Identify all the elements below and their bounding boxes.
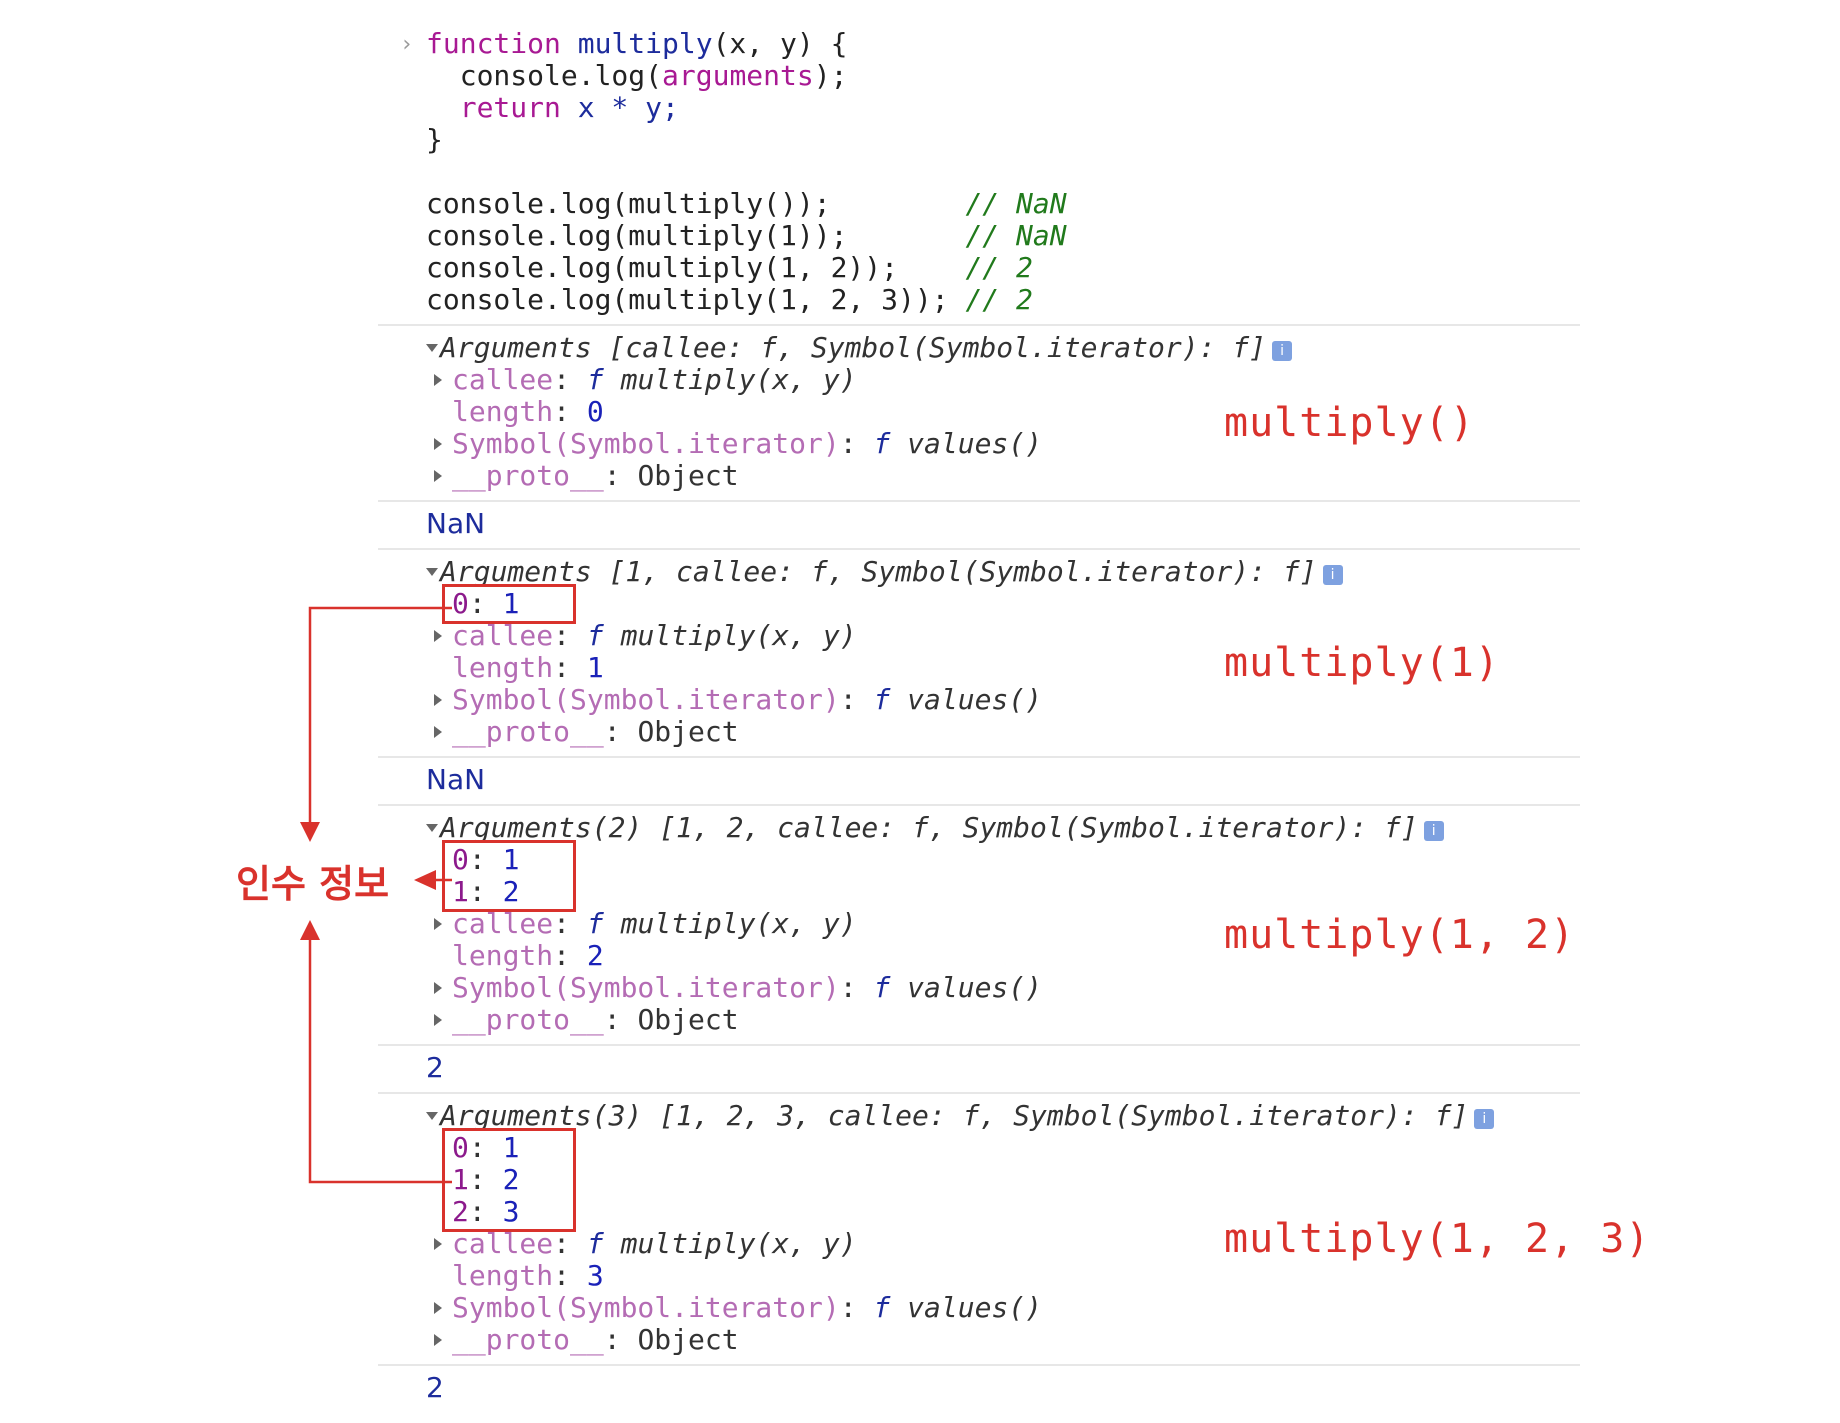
expand-triangle-icon[interactable] — [426, 1112, 438, 1120]
info-icon[interactable]: i — [1423, 821, 1444, 841]
callee-property[interactable]: callee: f multiply(x, y) — [434, 620, 1580, 652]
symbol-iterator-property[interactable]: Symbol(Symbol.iterator): f values() — [434, 684, 1580, 716]
info-icon[interactable]: i — [1322, 565, 1343, 585]
argument-info-label: 인수 정보 — [236, 862, 390, 906]
proto-property[interactable]: __proto__: Object — [434, 1324, 1580, 1356]
argument-highlight-box — [442, 1128, 576, 1232]
console-separator — [378, 804, 1580, 806]
console-separator — [378, 1092, 1580, 1094]
call-label: multiply(1) — [1224, 640, 1500, 686]
call-line: console.log(multiply(1, 2)); // 2 — [426, 251, 1033, 284]
proto-property[interactable]: __proto__: Object — [434, 460, 1580, 492]
expand-triangle-icon[interactable] — [426, 568, 438, 576]
length-property: length: 1 — [452, 651, 604, 684]
call-label: multiply(1, 2) — [1224, 912, 1576, 958]
arguments-object-header[interactable]: Arguments(2) [1, 2, callee: f, Symbol(Sy… — [380, 812, 1580, 844]
return-value: 2 — [426, 1051, 444, 1084]
chevron-right-icon: › — [400, 32, 414, 57]
symbol-iterator-property[interactable]: Symbol(Symbol.iterator): f values() — [434, 1292, 1580, 1324]
console-panel: › function multiply(x, y) { console.log(… — [378, 28, 1580, 1404]
argument-index-row: 1: 2 — [452, 875, 520, 908]
code-line-4: } — [426, 123, 443, 156]
length-property: length: 2 — [452, 939, 604, 972]
return-value: 2 — [426, 1371, 444, 1404]
proto-property[interactable]: __proto__: Object — [434, 716, 1580, 748]
argument-highlight-box — [442, 584, 576, 624]
symbol-iterator-property[interactable]: Symbol(Symbol.iterator): f values() — [434, 428, 1580, 460]
expand-triangle-icon[interactable] — [434, 726, 442, 738]
argument-index-row: 1: 2 — [452, 1163, 520, 1196]
arrowhead-down — [300, 822, 320, 842]
console-separator — [378, 1364, 1580, 1366]
expand-triangle-icon[interactable] — [434, 1238, 442, 1250]
console-separator — [378, 500, 1580, 502]
symbol-iterator-property[interactable]: Symbol(Symbol.iterator): f values() — [434, 972, 1580, 1004]
argument-index-row: 2: 3 — [452, 1195, 520, 1228]
length-property: length: 0 — [452, 395, 604, 428]
call-label: multiply(1, 2, 3) — [1224, 1216, 1651, 1262]
arguments-object-header[interactable]: Arguments [callee: f, Symbol(Symbol.iter… — [380, 332, 1580, 364]
info-icon[interactable]: i — [1474, 1109, 1495, 1129]
expand-triangle-icon[interactable] — [434, 438, 442, 450]
argument-indices: 0: 1 — [452, 588, 1580, 620]
expand-triangle-icon[interactable] — [434, 470, 442, 482]
expand-triangle-icon[interactable] — [434, 374, 442, 386]
length-property: length: 3 — [452, 1259, 604, 1292]
arguments-object-header[interactable]: Arguments(3) [1, 2, 3, callee: f, Symbol… — [380, 1100, 1580, 1132]
argument-highlight-box — [442, 840, 576, 912]
code-line-1: function multiply(x, y) { — [426, 27, 848, 60]
expand-triangle-icon[interactable] — [426, 824, 438, 832]
expand-triangle-icon[interactable] — [434, 694, 442, 706]
info-icon[interactable]: i — [1272, 341, 1293, 361]
console-separator — [378, 324, 1580, 326]
expand-triangle-icon[interactable] — [434, 630, 442, 642]
code-line-3: return x * y; — [426, 91, 679, 124]
callee-property[interactable]: callee: f multiply(x, y) — [434, 908, 1580, 940]
expand-triangle-icon[interactable] — [434, 1334, 442, 1346]
expand-triangle-icon[interactable] — [434, 1014, 442, 1026]
call-line: console.log(multiply(1, 2, 3)); // 2 — [426, 283, 1033, 316]
code-blank-line — [426, 156, 1580, 188]
console-separator — [378, 1044, 1580, 1046]
code-line-2: console.log(arguments); — [426, 59, 848, 92]
callee-property[interactable]: callee: f multiply(x, y) — [434, 364, 1580, 396]
console-separator — [378, 548, 1580, 550]
expand-triangle-icon[interactable] — [426, 344, 438, 352]
call-line: console.log(multiply()); // NaN — [426, 187, 1067, 220]
callee-property[interactable]: callee: f multiply(x, y) — [434, 1228, 1580, 1260]
expand-triangle-icon[interactable] — [434, 918, 442, 930]
argument-index-row: 0: 1 — [452, 843, 520, 876]
call-line: console.log(multiply(1)); // NaN — [426, 219, 1067, 252]
arrowhead-up — [300, 920, 320, 940]
argument-index-row: 0: 1 — [452, 587, 520, 620]
call-label: multiply() — [1224, 400, 1475, 446]
console-separator — [378, 756, 1580, 758]
expand-triangle-icon[interactable] — [434, 1302, 442, 1314]
proto-property[interactable]: __proto__: Object — [434, 1004, 1580, 1036]
argument-index-row: 0: 1 — [452, 1131, 520, 1164]
return-value: NaN — [426, 763, 486, 796]
arguments-object-header[interactable]: Arguments [1, callee: f, Symbol(Symbol.i… — [380, 556, 1580, 588]
expand-triangle-icon[interactable] — [434, 982, 442, 994]
return-value: NaN — [426, 507, 486, 540]
code-input[interactable]: › function multiply(x, y) { console.log(… — [380, 28, 1580, 316]
